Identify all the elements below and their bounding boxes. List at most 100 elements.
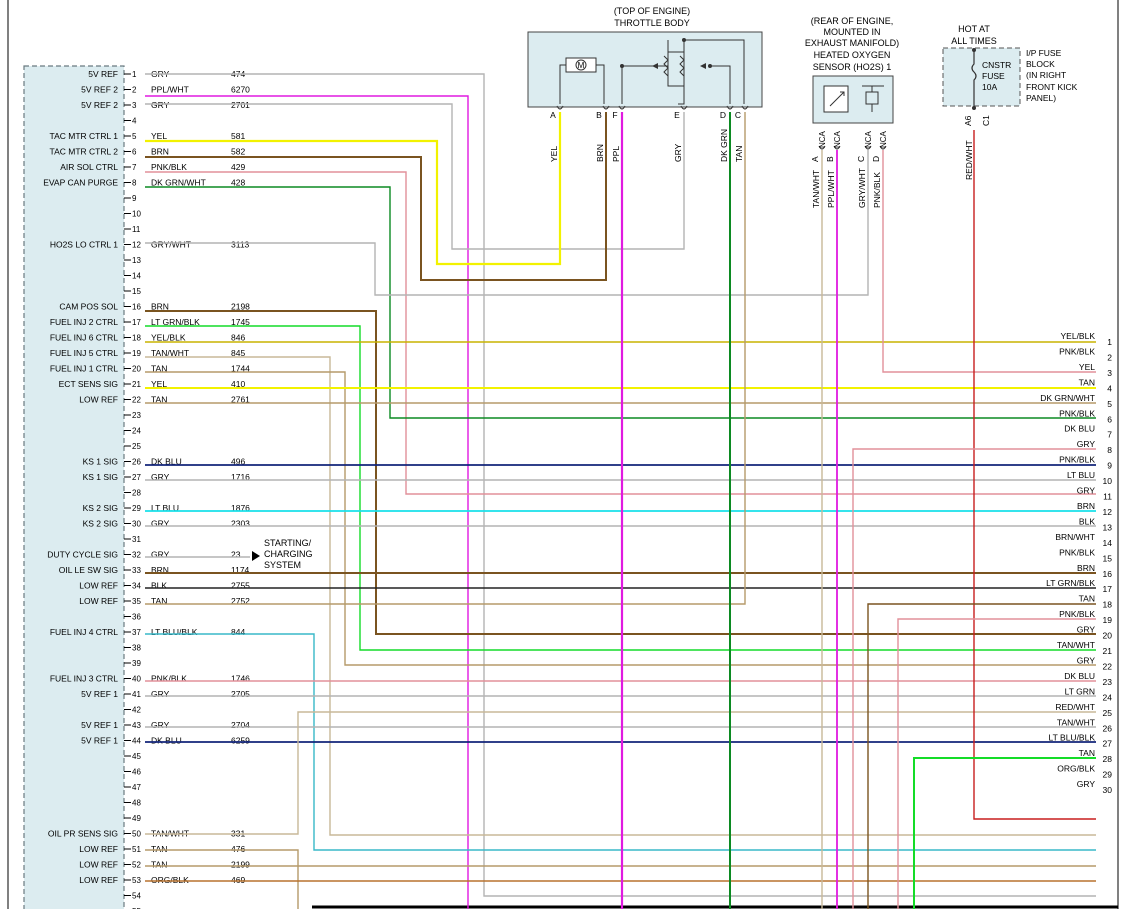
pin-number: 42 bbox=[132, 706, 141, 715]
o2-nca-label: NCA bbox=[879, 130, 888, 148]
pin-wire-color-label: BRN bbox=[151, 302, 169, 312]
pin-wire-color-label: DK BLU bbox=[151, 457, 182, 467]
right-row-number: 25 bbox=[1103, 708, 1113, 718]
right-row-number: 15 bbox=[1103, 553, 1113, 563]
pin-number: 30 bbox=[132, 520, 141, 529]
pin-number: 47 bbox=[132, 783, 141, 792]
pin-wire-color-label: GRY bbox=[151, 550, 170, 560]
pin-circuit-number: 2199 bbox=[231, 860, 250, 870]
pin-function-label: FUEL INJ 6 CTRL bbox=[50, 333, 118, 343]
right-row-number: 3 bbox=[1107, 368, 1112, 378]
throttle-pin-id: B bbox=[596, 110, 602, 120]
pin-number: 52 bbox=[132, 861, 141, 870]
pin-number: 41 bbox=[132, 690, 141, 699]
throttle-wire-label: TAN bbox=[734, 146, 744, 162]
oxygen-sensor: (REAR OF ENGINE, MOUNTED IN EXHAUST MANI… bbox=[805, 16, 899, 208]
pin-wire-color-label: LT GRN/BLK bbox=[151, 317, 200, 327]
o2-pin-id: C bbox=[856, 156, 866, 162]
fuse-pin-label: A6 bbox=[963, 115, 973, 126]
pin-number: 18 bbox=[132, 334, 141, 343]
right-row-number: 12 bbox=[1103, 507, 1113, 517]
wire-pin-17 bbox=[145, 325, 1096, 651]
pin-number: 1 bbox=[132, 70, 137, 79]
pin-number: 45 bbox=[132, 752, 141, 761]
throttle-pin-id: A bbox=[550, 110, 556, 120]
right-row-number: 29 bbox=[1103, 770, 1113, 780]
right-row-number: 14 bbox=[1103, 538, 1113, 548]
pin-wire-color-label: TAN bbox=[151, 844, 167, 854]
o2-pin-id: A bbox=[810, 156, 820, 162]
wire-pin-2 bbox=[145, 95, 469, 909]
right-row-number: 1 bbox=[1107, 337, 1112, 347]
starting-charging-label-1: STARTING/ bbox=[264, 538, 312, 548]
pin-number: 19 bbox=[132, 349, 141, 358]
pin-function-label: KS 2 SIG bbox=[83, 503, 118, 513]
pin-function-label: LOW REF bbox=[79, 844, 118, 854]
pin-circuit-number: 2761 bbox=[231, 395, 250, 405]
pin-number: 10 bbox=[132, 210, 141, 219]
connector-pin-icon bbox=[556, 105, 564, 110]
right-wire-color-label: TAN/WHT bbox=[1057, 717, 1095, 727]
pin-number: 3 bbox=[132, 101, 137, 110]
starting-charging-label-2: CHARGING bbox=[264, 549, 313, 559]
throttle-wire-label: GRY bbox=[673, 143, 683, 162]
pin-number: 17 bbox=[132, 318, 141, 327]
pin-function-label: TAC MTR CTRL 1 bbox=[50, 131, 119, 141]
fuse-icon bbox=[971, 50, 977, 108]
pin-function-label: FUEL INJ 5 CTRL bbox=[50, 348, 118, 358]
pin-function-label: LOW REF bbox=[79, 860, 118, 870]
throttle-motor-icon: M bbox=[559, 57, 605, 104]
wire-row-14 bbox=[867, 603, 1096, 909]
right-wire-color-label: TAN bbox=[1079, 748, 1095, 758]
pin-number: 54 bbox=[132, 892, 141, 901]
throttle-wire-label: YEL bbox=[549, 146, 559, 162]
pin-wire-color-label: YEL bbox=[151, 131, 167, 141]
pin-wire-color-label: GRY/WHT bbox=[151, 240, 191, 250]
right-row-number: 27 bbox=[1103, 739, 1113, 749]
pin-function-label: KS 1 SIG bbox=[83, 457, 118, 467]
pin-number: 38 bbox=[132, 644, 141, 653]
right-row-number: 21 bbox=[1103, 646, 1113, 656]
pin-wire-color-label: LT BLU bbox=[151, 503, 179, 513]
right-wire-color-label: DK BLU bbox=[1064, 424, 1095, 434]
pin-function-label: DUTY CYCLE SIG bbox=[47, 550, 118, 560]
pcm-connector-housing bbox=[23, 65, 125, 909]
wire-row-24 bbox=[913, 757, 1096, 909]
right-row-number: 18 bbox=[1103, 600, 1113, 610]
fuse-connector-label: C1 bbox=[981, 115, 991, 126]
wire-row-15 bbox=[897, 618, 1096, 909]
pin-function-label: LOW REF bbox=[79, 581, 118, 591]
wire-pin-12 bbox=[145, 150, 869, 296]
pin-wire-color-label: BRN bbox=[151, 147, 169, 157]
pin-number: 22 bbox=[132, 396, 141, 405]
o2-nca-label: NCA bbox=[864, 130, 873, 148]
o2-wire-label: GRY/WHT bbox=[857, 168, 867, 208]
pin-number: 8 bbox=[132, 179, 137, 188]
right-row-number: 5 bbox=[1107, 399, 1112, 409]
right-wire-color-label: RED/WHT bbox=[1055, 702, 1095, 712]
hot-at-all-times-2: ALL TIMES bbox=[951, 36, 997, 46]
throttle-pin-id: F bbox=[612, 110, 617, 120]
right-wire-color-label: TAN bbox=[1079, 594, 1095, 604]
pin-circuit-number: 2198 bbox=[231, 302, 250, 312]
pin-function-label: OIL PR SENS SIG bbox=[48, 829, 118, 839]
fuse-block-box bbox=[942, 47, 1021, 107]
fuse-block: HOT AT ALL TIMES CNSTR FUSE 10A I/P FUSE… bbox=[942, 24, 1078, 180]
pin-circuit-number: 2752 bbox=[231, 596, 250, 606]
right-wire-color-label: GRY bbox=[1077, 625, 1096, 635]
pin-wire-color-label: LT BLU/BLK bbox=[151, 627, 198, 637]
pin-wire-color-label: ORG/BLK bbox=[151, 875, 189, 885]
right-wire-color-label: LT BLU bbox=[1067, 470, 1095, 480]
pin-circuit-number: 1876 bbox=[231, 503, 250, 513]
pin-number: 21 bbox=[132, 380, 141, 389]
right-row-number: 16 bbox=[1103, 569, 1113, 579]
right-wire-color-label: TAN bbox=[1079, 377, 1095, 387]
right-wire-color-label: GRY bbox=[1077, 655, 1096, 665]
pin-circuit-number: 2701 bbox=[231, 100, 250, 110]
o2-wire-label: PNK/BLK bbox=[872, 172, 882, 208]
right-wire-color-label: ORG/BLK bbox=[1057, 764, 1095, 774]
starting-charging-label-3: SYSTEM bbox=[264, 560, 301, 570]
pin-function-label: KS 2 SIG bbox=[83, 519, 118, 529]
right-wire-color-label: LT BLU/BLK bbox=[1049, 733, 1096, 743]
